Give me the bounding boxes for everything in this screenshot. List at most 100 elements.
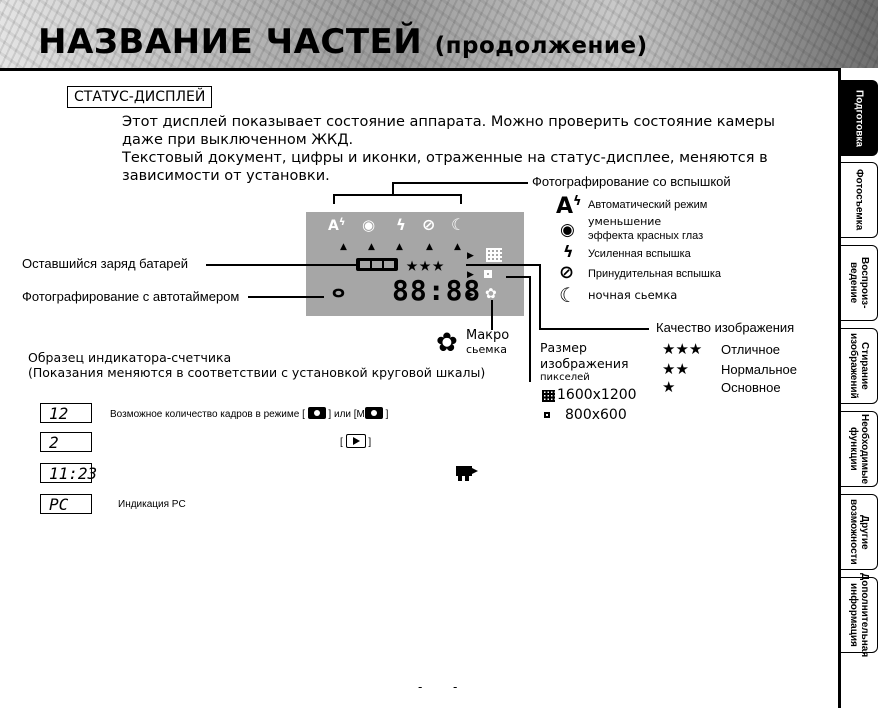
size-leader [506,276,530,278]
header-rule [0,68,840,71]
selftimer-leader [248,296,324,298]
quality-stars: ★★ [662,360,689,378]
section-title: СТАТУС-ДИСПЛЕЙ [67,86,213,108]
tab-label: Воспроиз- ведение [848,257,870,309]
flash-leader [392,182,394,194]
size-leader [529,276,531,382]
intro-text: Этот дисплей показывает состояние аппара… [122,113,812,185]
lcd-quality-stars: ★★★ [406,252,446,276]
quality-stars: ★★★ [662,340,703,358]
tab-shooting[interactable]: Фотосъемка [841,162,878,238]
flash-leader [392,182,528,184]
size-small-icon [484,270,492,278]
indicator-triangle: ▲ [340,242,347,252]
size-small-legend-icon [544,412,550,418]
counter-title: Образец индикатора-счетчика [28,350,232,365]
flash-mode-label: уменьшение [588,215,662,228]
tab-functions[interactable]: Необходимые функции [841,411,878,487]
counter-display: 2 [40,432,92,452]
quality-level-label: Нормальное [721,362,798,377]
tab-preparation[interactable]: Подготовка [841,80,878,156]
counter-row-text: [ ] [340,434,371,448]
red-eye-legend-icon: ◉ [560,220,575,240]
counter-row-text-a: Возможное количество кадров в режиме [ [110,409,305,420]
battery-leader [206,264,356,266]
flash-label: Фотографирование со вспышкой [532,174,731,189]
camera-icon [307,407,326,419]
indicator-triangle: ▲ [368,242,375,252]
flash-bracket [333,194,335,204]
indicator-triangle: ▲ [426,242,433,252]
quality-leader [539,328,649,330]
size-large-legend-icon [542,390,555,402]
flash-mode-label: Усиленная вспышка [588,248,691,260]
battery-label: Оставшийся заряд батарей [22,256,189,271]
header-band [0,0,878,68]
intro-paragraph-1: Этот дисплей показывает состояние аппара… [122,114,775,148]
macro-leader [491,300,493,330]
counter-row-text-a: [ [340,437,343,448]
counter-display: 11:23 [40,463,97,483]
flash-forced-legend-icon: ⊘ [559,262,575,283]
page-title: НАЗВАНИЕ ЧАСТЕЙ (продолжение) [38,22,648,62]
indicator-triangle: ▶ [467,270,474,280]
counter-subtitle: (Показания меняются в соответствии с уст… [28,365,486,380]
selftimer-icon: ⴰ [332,278,345,302]
flash-mode-label: эффекта красных глаз [588,230,704,242]
right-rule [838,68,841,708]
counter-row-text-b: ] или [M [328,409,365,420]
counter-display: 12 [40,403,92,423]
size-option-label: 1600x1200 [557,387,637,403]
movie-icon [456,466,478,481]
indicator-triangle: ▶ [467,251,474,261]
macro-icon: ✿ [485,286,497,302]
indicator-triangle: ▶ [467,290,474,300]
quality-stars: ★ [662,378,676,396]
flash-bracket [333,194,461,196]
quality-leader [539,264,541,328]
macro-legend-icon: ✿ [436,328,458,358]
flash-auto-legend-icon: Aϟ [556,194,582,219]
page-title-main: НАЗВАНИЕ ЧАСТЕЙ [38,22,423,62]
tab-label: Подготовка [853,89,865,147]
tab-playback[interactable]: Воспроиз- ведение [841,245,878,321]
counter-display: PC [40,494,92,514]
night-icon: ☾ [451,215,466,234]
flash-mode-label: Принудительная вспышка [588,268,722,280]
tab-label: Дополнительная информация [848,572,870,658]
size-large-icon [486,248,502,262]
size-label-1: Размер [540,340,587,355]
flash-fill-icon: ϟ [396,216,406,234]
quality-level-label: Основное [721,380,781,395]
flash-mode-label: ночная сьемка [588,288,678,302]
tab-other[interactable]: Другие возможности [841,494,878,570]
intro-paragraph-2: Текстовый документ, цифры и иконки, отра… [122,150,768,184]
selftimer-label: Фотографирование с автотаймером [22,289,240,304]
tab-label: Другие возможности [848,499,870,565]
page-title-sub: (продолжение) [434,33,648,59]
tab-label: Необходимые функции [848,413,870,485]
indicator-triangle: ▲ [454,242,461,252]
quality-leader [466,264,540,266]
tab-label: Фотосъемка [853,169,865,231]
counter-row-text: Возможное количество кадров в режиме [ ]… [110,407,388,420]
red-eye-icon: ◉ [362,216,376,234]
flash-fill-legend-icon: ϟ [563,242,574,261]
counter-row-text-c: ] [385,409,389,420]
lcd-digits: 88:88 [392,274,482,307]
size-option-label: 800x600 [565,407,627,423]
quality-level-label: Отличное [721,342,781,357]
flash-mode-label: Автоматический режим [588,199,708,211]
flash-off-icon: ⊘ [422,215,436,234]
page-number-dash: - [418,680,423,694]
indicator-triangle: ▲ [396,242,403,252]
macro-label-1: Макро [466,328,510,343]
size-label-2: изображения [540,356,629,371]
quality-label: Качество изображения [656,320,795,335]
night-legend-icon: ☾ [559,283,577,307]
tab-erase[interactable]: Стирание изображений [841,328,878,404]
counter-row-text-c: ] [368,437,372,448]
tab-info[interactable]: Дополнительная информация [841,573,878,657]
battery-icon [356,258,398,271]
size-label-3: пикселей [540,372,590,383]
